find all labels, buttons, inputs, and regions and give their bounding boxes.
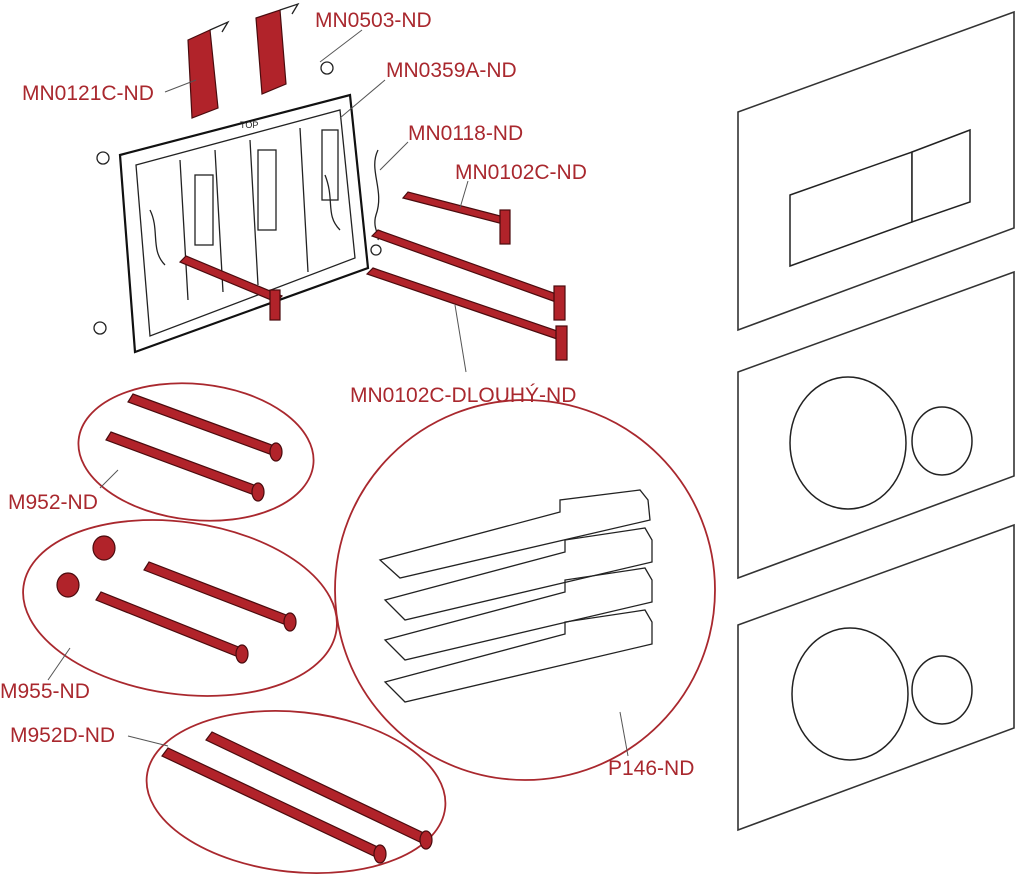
label-m955: M955-ND <box>0 680 90 703</box>
flush-plate-round-2 <box>737 523 1015 832</box>
label-mn0118: MN0118-ND <box>408 122 523 145</box>
flush-plate-round-1 <box>737 270 1015 580</box>
leader-lines <box>47 29 629 757</box>
flush-plate-rectangular <box>737 10 1015 332</box>
mounting-frame: TOP <box>93 61 382 354</box>
label-mn0359a: MN0359A-ND <box>386 59 517 82</box>
wire-spring-part <box>374 149 380 241</box>
actuating-rods-long <box>365 229 568 361</box>
group-ring-m952 <box>77 382 315 522</box>
label-mn0102c: MN0102C-ND <box>455 161 587 184</box>
label-m952: M952-ND <box>8 491 98 514</box>
label-p146: P146-ND <box>608 757 694 780</box>
frame-top-marking: TOP <box>240 120 258 130</box>
clip-parts <box>187 2 300 119</box>
group-ring-m955 <box>22 519 338 697</box>
label-mn0102c-long: MN0102C-DLOUHÝ-ND <box>350 384 576 407</box>
label-mn0121c: MN0121C-ND <box>22 82 154 105</box>
m955-rods <box>56 535 297 664</box>
label-m952d: M952D-ND <box>10 724 115 747</box>
group-ring-m952d <box>145 710 447 874</box>
m952-rods <box>105 393 283 502</box>
actuating-rods-short <box>178 191 511 321</box>
p146-templates <box>378 489 653 703</box>
group-ring-p146 <box>334 399 716 781</box>
m952d-rods <box>161 731 433 864</box>
label-mn0503: MN0503-ND <box>315 9 432 32</box>
